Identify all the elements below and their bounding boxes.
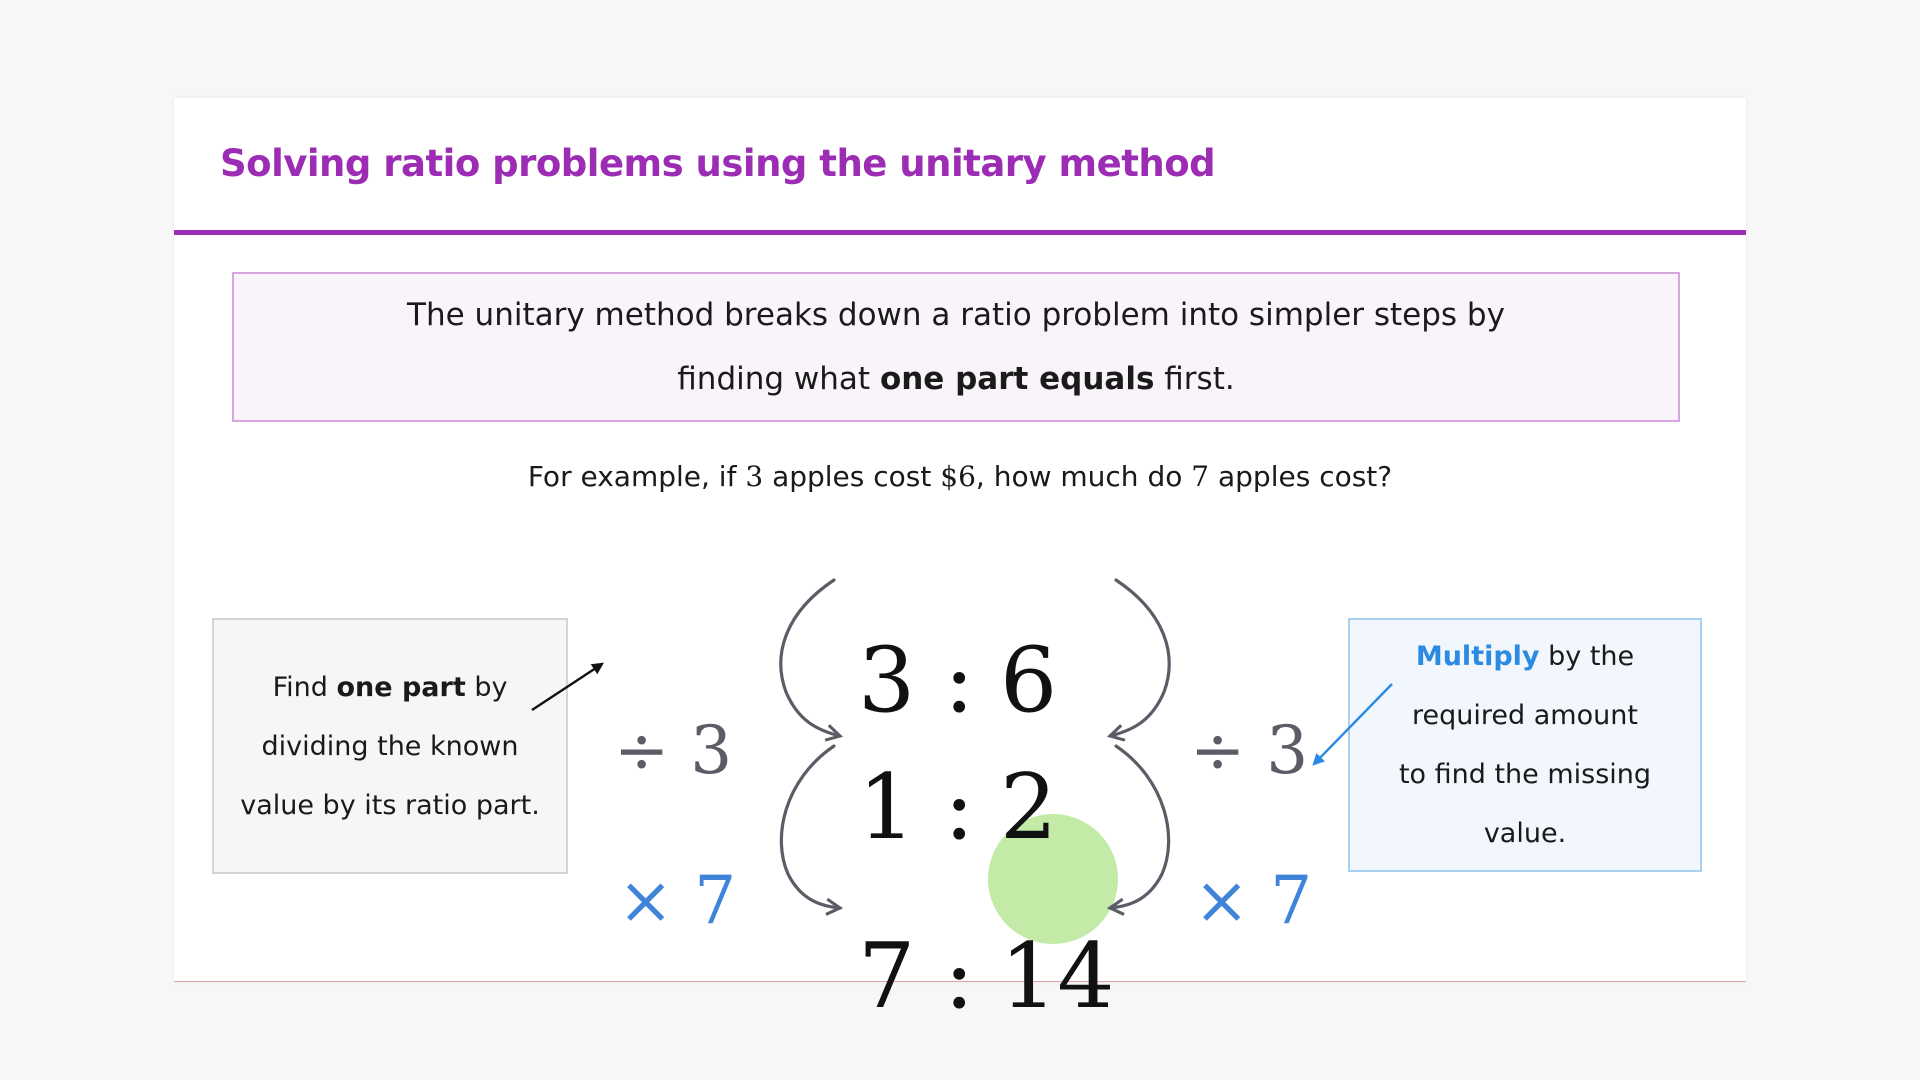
ratio-row-3-right-answer: 14 bbox=[1000, 924, 1115, 1029]
right-note-line-4: value. bbox=[1483, 818, 1567, 849]
left-note-line-1: Find one part by bbox=[273, 658, 508, 717]
title-divider bbox=[174, 230, 1746, 235]
pointer-arrow-left bbox=[531, 662, 605, 712]
ratio-row-1-right: 6 bbox=[1000, 628, 1058, 733]
example-number: 3 bbox=[745, 460, 764, 493]
left-note-line-2: dividing the known bbox=[261, 730, 519, 762]
definition-box: The unitary method breaks down a ratio p… bbox=[232, 272, 1680, 422]
curved-arrow-right-upper bbox=[1106, 578, 1171, 742]
definition-text: finding what bbox=[677, 361, 880, 397]
note-text: by the bbox=[1539, 641, 1635, 672]
divide-label-right: ÷ 3 bbox=[1190, 712, 1309, 789]
note-emphasis: one part bbox=[336, 671, 466, 703]
slide-card: Solving ratio problems using the unitary… bbox=[174, 98, 1746, 1022]
ratio-row-2-right: 2 bbox=[1000, 755, 1058, 860]
example-text: apples cost bbox=[763, 460, 941, 493]
left-note-line-3: value by its ratio part. bbox=[240, 789, 540, 821]
slide-title: Solving ratio problems using the unitary… bbox=[220, 142, 1216, 185]
right-note-line-3: to find the missing bbox=[1398, 759, 1652, 790]
answer-highlight bbox=[988, 814, 1118, 944]
example-text: , how much do bbox=[975, 460, 1192, 493]
arrow-layer bbox=[531, 578, 1393, 916]
ratio-row-2-separator: : bbox=[944, 755, 975, 860]
definition-line-2: finding what one part equals first. bbox=[677, 347, 1234, 411]
multiply-label-left: × 7 bbox=[618, 862, 737, 939]
multiply-label-right: × 7 bbox=[1194, 862, 1313, 939]
definition-emphasis: one part equals bbox=[879, 361, 1155, 397]
example-question: For example, if 3 apples cost $6, how mu… bbox=[174, 460, 1746, 493]
right-note-line-2: required amount bbox=[1412, 700, 1638, 731]
curved-arrow-left-lower bbox=[779, 744, 844, 916]
note-emphasis: Multiply bbox=[1415, 641, 1540, 672]
ratio-row-1-left: 3 bbox=[858, 628, 916, 733]
definition-text: first. bbox=[1154, 361, 1235, 397]
pointer-arrow-right bbox=[1312, 683, 1393, 766]
ratio-row-2-left: 1 bbox=[858, 755, 916, 860]
curved-arrow-left-upper bbox=[779, 578, 844, 742]
example-text: For example, if bbox=[527, 460, 746, 493]
right-note-line-1: Multiply by the bbox=[1416, 627, 1634, 686]
note-text: by bbox=[465, 671, 508, 703]
example-number: 7 bbox=[1191, 460, 1210, 493]
note-text: Find bbox=[272, 671, 337, 703]
ratio-row-3-left: 7 bbox=[858, 924, 916, 1029]
ratio-row-1-separator: : bbox=[944, 628, 975, 733]
divide-label-left: ÷ 3 bbox=[614, 712, 733, 789]
example-text: apples cost? bbox=[1209, 460, 1393, 493]
ratio-row-3-separator: : bbox=[944, 924, 975, 1029]
right-explanation-box: Multiply by the required amount to find … bbox=[1348, 618, 1702, 872]
left-explanation-box: Find one part by dividing the known valu… bbox=[212, 618, 568, 874]
curved-arrow-right-lower bbox=[1106, 744, 1171, 916]
definition-line-1: The unitary method breaks down a ratio p… bbox=[407, 297, 1505, 333]
example-cost: $6 bbox=[940, 460, 976, 493]
